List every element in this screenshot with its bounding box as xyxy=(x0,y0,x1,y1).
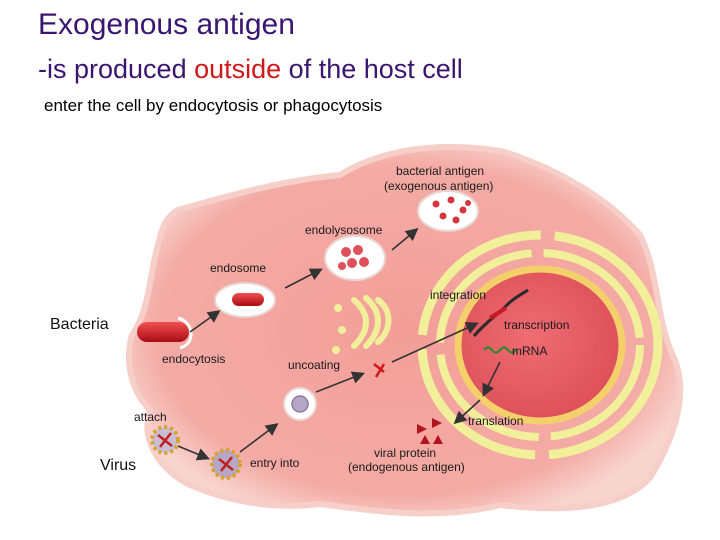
label-endogenous-antigen: (endogenous antigen) xyxy=(348,460,465,474)
arrow-rna-to-dna xyxy=(391,322,479,363)
mrna-strand xyxy=(483,346,517,354)
integrated-dna xyxy=(472,288,529,337)
uncoating-vesicle xyxy=(283,387,317,421)
label-mrna: mRNA xyxy=(512,344,547,358)
label-virus: Virus xyxy=(100,457,136,474)
label-endolysosome: endolysosome xyxy=(305,223,383,237)
label-integration: integration xyxy=(430,288,486,302)
label-translation: translation xyxy=(468,414,523,428)
label-endocytosis: endocytosis xyxy=(162,352,225,366)
entering-virus xyxy=(210,448,242,480)
subtitle: -is produced outside of the host cell xyxy=(38,54,463,85)
label-endosome: endosome xyxy=(210,261,266,275)
label-entry-into: entry into xyxy=(250,456,300,470)
label-transcription: transcription xyxy=(504,318,569,332)
arrow-translation-to-protein xyxy=(453,399,481,425)
label-viral-protein: viral protein xyxy=(374,446,436,460)
label-exogenous-antigen: (exogenous antigen) xyxy=(384,179,493,193)
endolysosome xyxy=(324,235,386,281)
subtitle-suffix: of the host cell xyxy=(281,54,463,84)
golgi-apparatus xyxy=(332,295,392,354)
arrow-mrna-to-translation xyxy=(482,361,501,397)
viral-proteins xyxy=(417,418,443,444)
label-bacteria: Bacteria xyxy=(50,316,109,333)
arrow-endosome-to-endolysosome xyxy=(284,268,323,289)
arrow-attach xyxy=(177,445,210,461)
arrow-entry xyxy=(239,423,279,453)
entry-note: enter the cell by endocytosis or phagocy… xyxy=(44,96,383,115)
viral-rna xyxy=(373,363,386,378)
label-attach: attach xyxy=(134,410,167,424)
label-bacterial-antigen: bacterial antigen xyxy=(396,164,484,178)
arrow-uncoating xyxy=(315,371,365,393)
nucleus xyxy=(417,230,663,460)
virus-particle xyxy=(150,425,180,455)
page-title: Exogenous antigen xyxy=(38,8,295,41)
subtitle-highlight: outside xyxy=(194,54,282,84)
antigen-vesicle xyxy=(417,190,479,232)
endosome xyxy=(214,282,276,318)
subtitle-prefix: -is produced xyxy=(38,54,195,84)
bacterium xyxy=(137,316,193,350)
arrow-endolysosome-to-antigen xyxy=(391,227,419,251)
label-uncoating: uncoating xyxy=(288,358,340,372)
arrow-endocytosis xyxy=(189,310,221,333)
